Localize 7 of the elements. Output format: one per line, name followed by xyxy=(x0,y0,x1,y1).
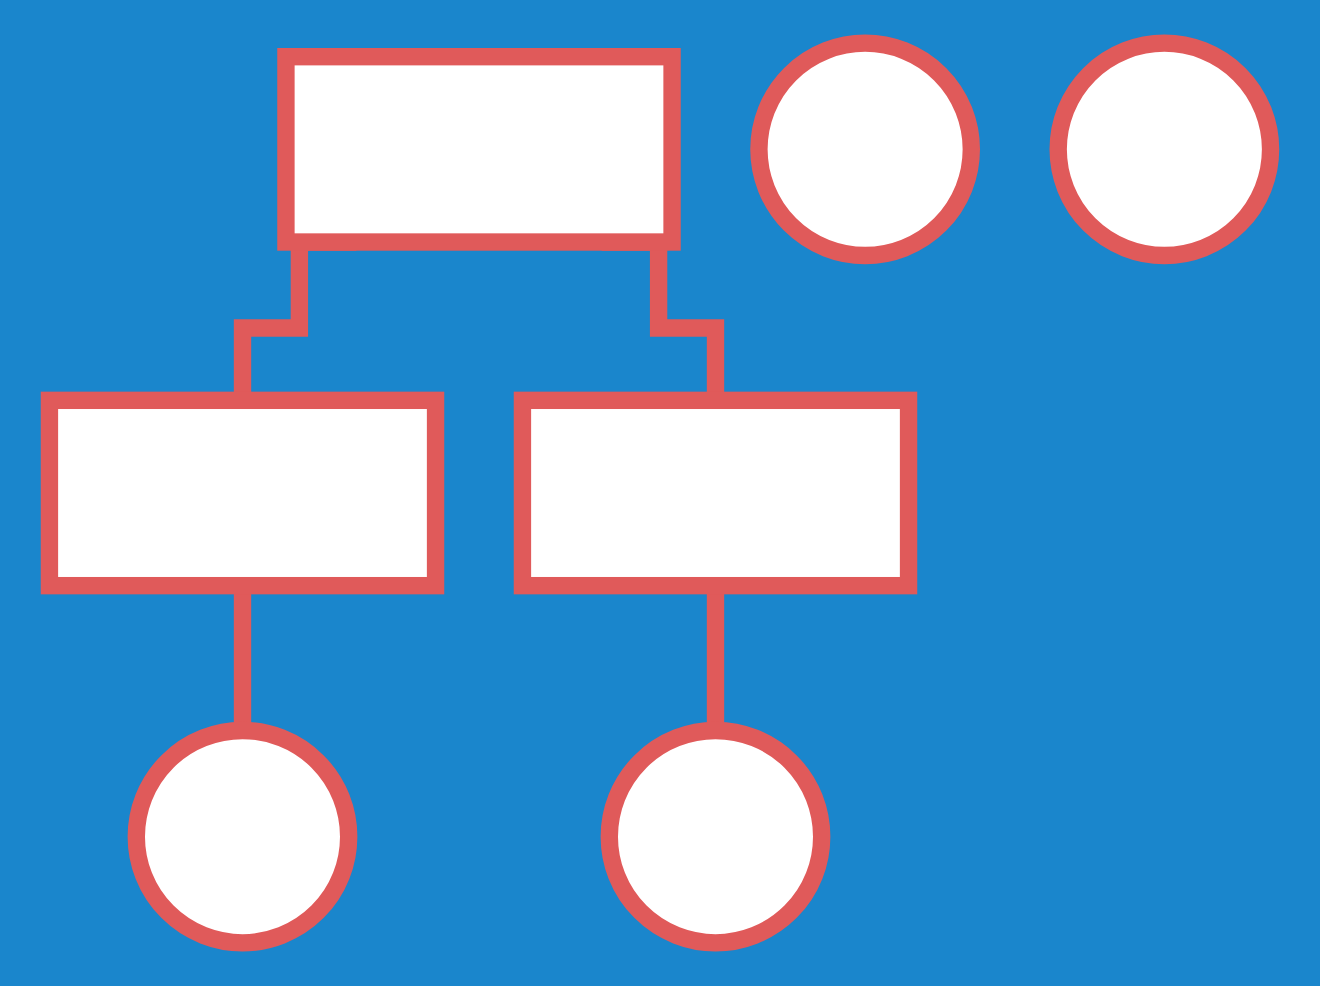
node-circle xyxy=(127,721,358,952)
node-box xyxy=(513,391,918,595)
node-box xyxy=(40,391,445,595)
node-circle xyxy=(750,34,980,265)
node-circle xyxy=(1049,34,1280,265)
node-box xyxy=(277,48,681,251)
node-circle xyxy=(600,721,831,952)
